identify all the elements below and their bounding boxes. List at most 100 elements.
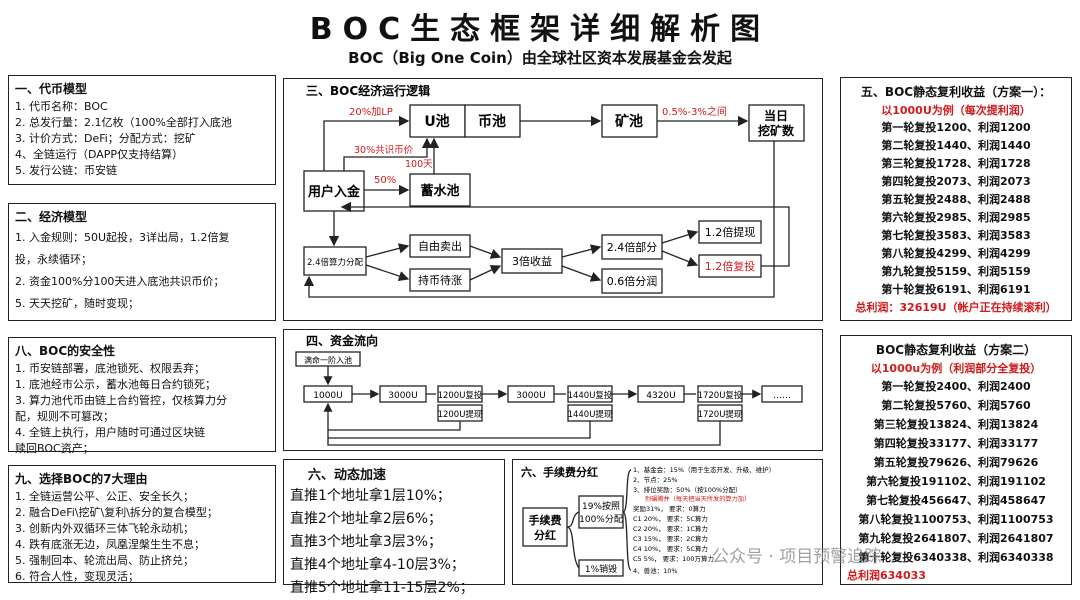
- reasons-line: 3. 创新内外双循环三体飞轮永动机；: [15, 522, 194, 535]
- daily-label-2: 挖矿数: [758, 123, 795, 138]
- plan1-example: 以1000U为例（每次提利润）: [881, 104, 1031, 117]
- fee-note: 3、排位奖励：50%（按100%分配）: [633, 485, 742, 494]
- reservoir-label: 蓄水池: [420, 183, 459, 199]
- consensus30-label: 30%共识币价: [354, 145, 414, 156]
- part24-label: 2.4倍部分: [607, 240, 658, 254]
- mine-pool-box: [601, 104, 658, 138]
- fee-note: C1 20%， 要求：5C算力: [633, 514, 708, 523]
- fee-note: C3 15%， 要求：2C算力: [633, 534, 708, 543]
- fee-note: 1、基金会：15%（用于生态开发、升级、维护）: [633, 465, 775, 474]
- speedup-line: 直推5个地址拿11-15层2%；: [290, 580, 474, 596]
- plan1-row: 第九轮复投5159、利润5159: [881, 265, 1031, 278]
- reservoir-box: [409, 173, 471, 207]
- plan2-row: 第二轮复投5760、利润5760: [881, 399, 1031, 412]
- econ-model-panel: 二、经济模型 1. 入金规则：50U起投，3详出局，1.2倍复 投，永续循环； …: [8, 203, 276, 321]
- u-pool-box: [409, 104, 466, 138]
- flow-amount: 1200U提现: [438, 409, 483, 420]
- fee-note: C5 5%， 要求：100万算力: [633, 554, 714, 563]
- arrow-24-withdraw: [661, 229, 699, 244]
- arrow-triple-24: [561, 244, 602, 258]
- plan1-row: 第一轮复投1200、利润1200: [881, 121, 1031, 134]
- flow-amount: 1200U复投: [438, 390, 483, 401]
- flow-start-label: 满命一阶入池: [304, 355, 352, 365]
- arrow-sell-triple: [469, 245, 502, 259]
- arrow-user-upool: [323, 115, 410, 171]
- fee-panel: 六、手续费分红 手续费 分红 19%按照 100%分配 1%销毁 1、基金会：1…: [512, 459, 823, 585]
- econ-model-line: 2. 资金100%分100天进入底池共识币价；: [15, 275, 225, 288]
- part06-box: [601, 268, 663, 294]
- econ-model-line: 1. 入金规则：50U起投，3详出局，1.2倍复: [15, 231, 230, 244]
- security-title: 八、BOC的安全性: [15, 344, 116, 358]
- plan2-row: 第一轮复投2400、利润2400: [881, 380, 1031, 393]
- plan1-row: 第四轮复投2073、利润2073: [881, 175, 1031, 188]
- plan1-row: 第二轮复投1440、利润1440: [881, 139, 1031, 152]
- speedup-panel: 六、动态加速 直推1个地址拿1层10%； 直推2个地址拿2层6%； 直推3个地址…: [283, 459, 505, 596]
- plan1-row: 第六轮复投2985、利润2985: [881, 211, 1031, 224]
- daily-box: [748, 104, 805, 142]
- security-line: 3. 算力池代币由链上合约管控，仅核算力分: [15, 394, 227, 407]
- fee-note: 2、节点：25%: [633, 476, 678, 484]
- free-sell-label: 自由卖出: [418, 239, 462, 253]
- reasons-line: 6. 符合人性，变现灵活；: [15, 570, 139, 583]
- flow-amount: 3000U: [388, 391, 418, 401]
- speedup-line: 直推2个地址拿2层6%；: [290, 511, 443, 527]
- fee-note: 4、兽池：10%: [633, 566, 678, 575]
- arrow-hash-hold: [365, 264, 410, 282]
- arrow-triple-06: [561, 265, 602, 282]
- fee-left-1: 手续费: [529, 513, 562, 527]
- logic-panel: 三、BOC经济运行逻辑 U池 币池 矿池 当日 挖矿数 用户入金 蓄水池 2.4…: [283, 78, 823, 321]
- triple-label: 3倍收益: [512, 254, 552, 268]
- security-line: 1. 币安链部署，底池锁死、权限丢弃；: [15, 362, 205, 375]
- page-subtitle: BOC（Big One Coin）由全球社区资本发展基金会发起: [348, 49, 732, 67]
- flow-diagram: 四、资金流向 满命一阶入池 1000U 3000U 1200U复投 1200U提…: [295, 333, 803, 446]
- plan2-row: 第六轮复投191102、利润191102: [866, 475, 1046, 488]
- lp20-label: 20%加LP: [349, 106, 393, 118]
- flow-loop: [327, 421, 721, 446]
- plan2-row: 第五轮复投79626、利润79626: [873, 456, 1039, 469]
- reasons-title: 九、选择BOC的7大理由: [15, 472, 148, 486]
- token-model-panel: 一、代币模型 1. 代币名称：BOC 2. 总发行量：2.1亿枚（100%全部打…: [8, 75, 276, 185]
- fee-left-box: [522, 507, 568, 547]
- arrow-hash-sell: [365, 243, 410, 258]
- plan2-panel: BOC静态复利收益（方案二） 以1000u为例（利润部分全复投） 第一轮复投24…: [840, 335, 1072, 585]
- coin-pool-box: [464, 104, 521, 138]
- fee-mid-2: 100%分配: [579, 514, 623, 525]
- security-panel: 八、BOC的安全性 1. 币安链部署，底池锁死、权限丢弃； 1. 底池经市公示，…: [8, 337, 276, 455]
- u-pool-label: U池: [424, 113, 449, 130]
- security-line: 1. 底池经市公示，蓄水池每日合约锁死；: [15, 378, 216, 391]
- flow-amount: 4320U: [646, 391, 676, 401]
- plan1-row: 第五轮复投2488、利润2488: [881, 193, 1031, 206]
- fee-destroy-box: [578, 559, 624, 577]
- flow-amount: 1720U提现: [698, 409, 743, 420]
- speedup-line: 直推3个地址拿3层3%；: [290, 534, 443, 550]
- hold-label: 持币待涨: [418, 273, 462, 287]
- arrow-user-consensus: [343, 137, 433, 171]
- token-model-line: 5. 发行公链：币安链: [15, 164, 117, 177]
- arrow-daily-hashpool: [303, 141, 775, 298]
- security-line: 4. 全链上执行，用户随时可通过区块链: [15, 426, 205, 439]
- fee-branch: [566, 526, 580, 569]
- plan2-row: 第四轮复投33177、利润33177: [873, 437, 1039, 450]
- plan2-row: 第三轮复投13824、利润13824: [873, 418, 1039, 431]
- speedup-line: 直推4个地址拿4-10层3%；: [290, 557, 465, 573]
- fee-left-2: 分红: [534, 528, 556, 542]
- page-title: BOC生态框架详细解析图: [309, 12, 771, 47]
- plan1-row: 第三轮复投1728、利润1728: [881, 157, 1031, 170]
- hashpool-box: [303, 246, 367, 276]
- arrow-hold-triple: [469, 265, 502, 281]
- logic-title: 三、BOC经济运行逻辑: [306, 83, 430, 98]
- plan1-panel: 五、BOC静态复利收益（方案一）： 以1000U为例（每次提利润） 第一轮复投1…: [840, 77, 1072, 321]
- reasons-line: 2. 融合DeFi\挖矿\复利\拆分的复合模型；: [15, 506, 218, 519]
- flow-amount: 3000U: [516, 391, 546, 401]
- watermark: 公众号 · 项目预警追踪: [712, 547, 882, 567]
- reasons-line: 5. 强制回本、轮流出局、防止挤兑；: [15, 554, 194, 567]
- security-line: 赎回BOC资产；: [15, 442, 94, 455]
- plan2-total: 总利润634033: [847, 569, 926, 582]
- reasons-line: 4. 跌有底涨无边，凤凰涅槃生生不息；: [15, 538, 205, 551]
- coin-pool-label: 币池: [478, 113, 506, 130]
- token-model-line: 4、全链运行（DAPP仅支持结算）: [15, 148, 184, 161]
- token-model-title: 一、代币模型: [15, 82, 88, 96]
- user-label: 用户入金: [307, 184, 361, 200]
- plan2-row: 第十轮复投6340338、利润6340338: [858, 551, 1054, 564]
- withdraw12-box: [698, 220, 762, 244]
